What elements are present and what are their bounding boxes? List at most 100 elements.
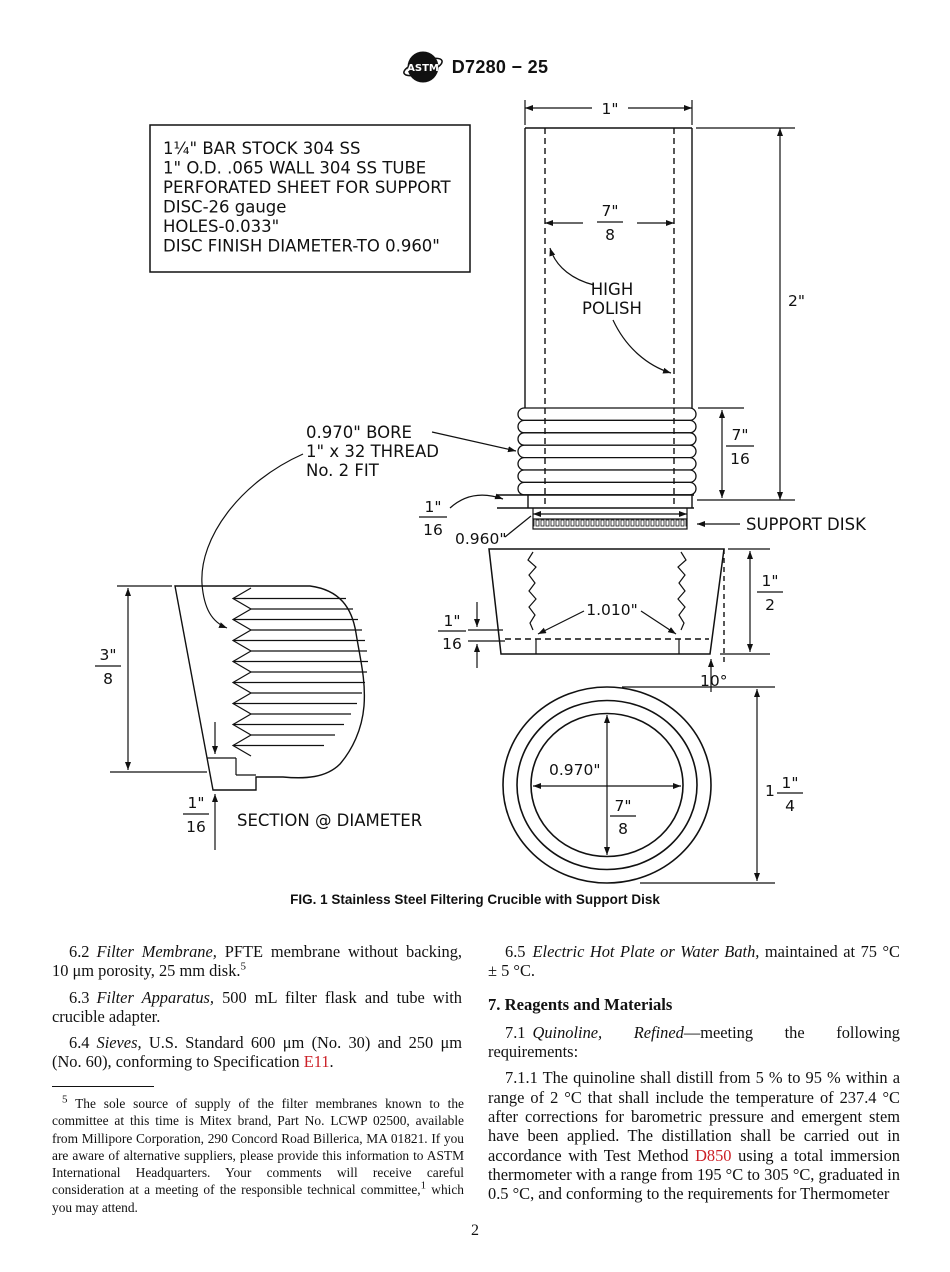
paragraph-6-2: 6.2 Filter Membrane, PFTE membrane withou… [52, 942, 462, 981]
fraction-denominator: 8 [605, 226, 615, 244]
spec-link-d850[interactable]: D850 [695, 1145, 732, 1165]
fraction-denominator: 2 [765, 596, 775, 614]
dim-label: 1" [602, 100, 619, 118]
svg-text:HIGH: HIGH [591, 280, 633, 299]
clause-number: 6.5 [505, 942, 526, 961]
fraction-denominator: 16 [423, 521, 443, 539]
footnote-ref[interactable]: 5 [240, 960, 246, 973]
figure-caption: FIG. 1 Stainless Steel Filtering Crucibl… [290, 892, 660, 907]
material-callout-box: 1¼" BAR STOCK 304 SS 1" O.D. .065 WALL 3… [149, 124, 471, 273]
right-column: 6.5 Electric Hot Plate or Water Bath, mai… [488, 942, 900, 1211]
adapter-section-view: 1.010" 1" 16 1" 2 [438, 548, 783, 692]
clause-text: 500 mL filter flask and tube with crucib… [52, 987, 462, 1026]
svg-text:No. 2 FIT: No. 2 FIT [306, 461, 380, 480]
fraction-denominator: 8 [618, 820, 628, 838]
dim-1-16-adapter: 1" 16 [438, 602, 505, 668]
callout-line: DISC-26 gauge [163, 198, 286, 217]
dim-label: 1.010" [586, 601, 638, 619]
clause-title: Quinoline, Refined [532, 1022, 684, 1042]
fraction-numerator: 7" [732, 426, 749, 444]
dim-2-inch: 2" [696, 127, 805, 501]
paragraph-6-3: 6.3 Filter Apparatus, 500 mL filter flask… [52, 988, 462, 1027]
dim-1-1-4-inch: 1 1" 4 [622, 686, 803, 884]
callout-line: DISC FINISH DIAMETER-TO 0.960" [163, 237, 440, 256]
standard-designation: D7280 − 25 [451, 56, 549, 77]
thread-flank-lines [233, 597, 368, 747]
footnote-ref[interactable]: 1 [420, 1180, 427, 1193]
clause-text: 7.1.1 The quinoline shall distill from 5… [488, 1068, 900, 1165]
clause-text: U.S. Standard 600 μm (No. 30) and 250 μm… [52, 1033, 462, 1072]
dim-7-8-inch: 7" 8 [545, 202, 674, 244]
clause-number: 6.3 [69, 987, 90, 1007]
fraction-numerator: 1" [444, 612, 461, 630]
dim-7-16-inch: 7" 16 [698, 407, 754, 498]
callout-line: 1" O.D. .065 WALL 304 SS TUBE [163, 159, 426, 178]
footnote-text: which you may attend. [52, 1182, 464, 1215]
page-number: 2 [471, 1222, 479, 1239]
footnote-text: The sole source of supply of the filter … [52, 1096, 464, 1198]
fraction-denominator: 8 [103, 670, 113, 688]
dim-1-16-section: 1" 16 [183, 722, 218, 850]
dim-label: 0.970" [549, 761, 601, 779]
clause-number: 7.1 [505, 1022, 526, 1042]
svg-text:SUPPORT DISK: SUPPORT DISK [746, 515, 867, 534]
section-label: SECTION @ DIAMETER [237, 811, 422, 830]
fraction-numerator: 1" [762, 572, 779, 590]
crucible-top-view: 0.970" 7" 8 1 1" 4 [502, 686, 803, 884]
fraction-denominator: 4 [785, 797, 795, 815]
clause-title: Filter Apparatus, [96, 987, 215, 1007]
dim-1-2-inch: 1" 2 [720, 548, 783, 655]
crucible-side-view [497, 127, 697, 530]
clause-text: maintained at 75 °C ± 5 °C. [488, 942, 900, 981]
svg-text:0.960": 0.960" [455, 530, 507, 548]
dim-3-8-inch: 3" 8 [95, 585, 207, 773]
fraction-numerator: 1" [782, 774, 799, 792]
page-header: ASTM D7280 − 25 [0, 46, 950, 90]
thread-ribs [517, 407, 697, 496]
support-disk-label: SUPPORT DISK [697, 515, 867, 534]
callout-line: PERFORATED SHEET FOR SUPPORT [163, 178, 452, 197]
svg-text:ASTM: ASTM [407, 63, 439, 74]
fraction-denominator: 16 [730, 450, 750, 468]
callout-line: HOLES-0.033" [163, 217, 279, 236]
callout-line: 1¼" BAR STOCK 304 SS [163, 139, 360, 158]
paragraph-6-5: 6.5 Electric Hot Plate or Water Bath, mai… [488, 942, 900, 981]
clause-title: Electric Hot Plate or Water Bath, [532, 942, 760, 961]
footnote-rule [52, 1086, 154, 1087]
svg-text:10°: 10° [700, 672, 727, 690]
thread-section-detail: 3" 8 1" 16 SECTION @ DIAMETER [95, 585, 422, 850]
clause-text: —meeting the following requirements: [488, 1022, 900, 1062]
clause-text: . [329, 1052, 334, 1072]
astm-logo-icon: ASTM [402, 51, 443, 83]
svg-text:1" x 32 THREAD: 1" x 32 THREAD [306, 442, 439, 461]
fraction-numerator: 3" [100, 646, 117, 664]
paragraph-6-4: 6.4 Sieves, U.S. Standard 600 μm (No. 30)… [52, 1033, 462, 1072]
clause-number: 6.2 [69, 942, 90, 961]
svg-text:0.970" BORE: 0.970" BORE [306, 423, 412, 442]
figure-1-drawing: 1¼" BAR STOCK 304 SS 1" O.D. .065 WALL 3… [95, 100, 867, 884]
clause-title: Filter Membrane, [96, 942, 217, 961]
paragraph-7-1-1: 7.1.1 The quinoline shall distill from 5… [488, 1068, 900, 1203]
footnote-marker: 5 [62, 1093, 68, 1106]
dim-label: 2" [788, 292, 805, 310]
high-polish-label: HIGH POLISH [549, 247, 672, 374]
fraction-numerator: 7" [615, 797, 632, 815]
spec-link-e11[interactable]: E11 [303, 1052, 330, 1072]
paragraph-7-1: 7.1 Quinoline, Refined—meeting the follow… [488, 1023, 900, 1062]
fraction-numerator: 7" [602, 202, 619, 220]
fraction-numerator: 1" [425, 498, 442, 516]
clause-text: PFTE membrane without backing, 10 μm por… [52, 942, 462, 981]
svg-text:POLISH: POLISH [582, 299, 642, 318]
clause-text: using a total immersion thermometer with… [488, 1145, 900, 1204]
left-column: 6.2 Filter Membrane, PFTE membrane withou… [52, 942, 462, 1079]
mixed-number-whole: 1 [765, 782, 775, 800]
fraction-denominator: 16 [442, 635, 462, 653]
fraction-denominator: 16 [186, 818, 206, 836]
fraction-numerator: 1" [188, 794, 205, 812]
footnote-block: 5 The sole source of supply of the filte… [52, 1086, 464, 1216]
dim-1-inch: 1" [524, 100, 693, 125]
dim-0960: 0.960" [455, 515, 532, 548]
clause-title: Sieves, [96, 1033, 142, 1053]
clause-number: 6.4 [69, 1033, 90, 1053]
